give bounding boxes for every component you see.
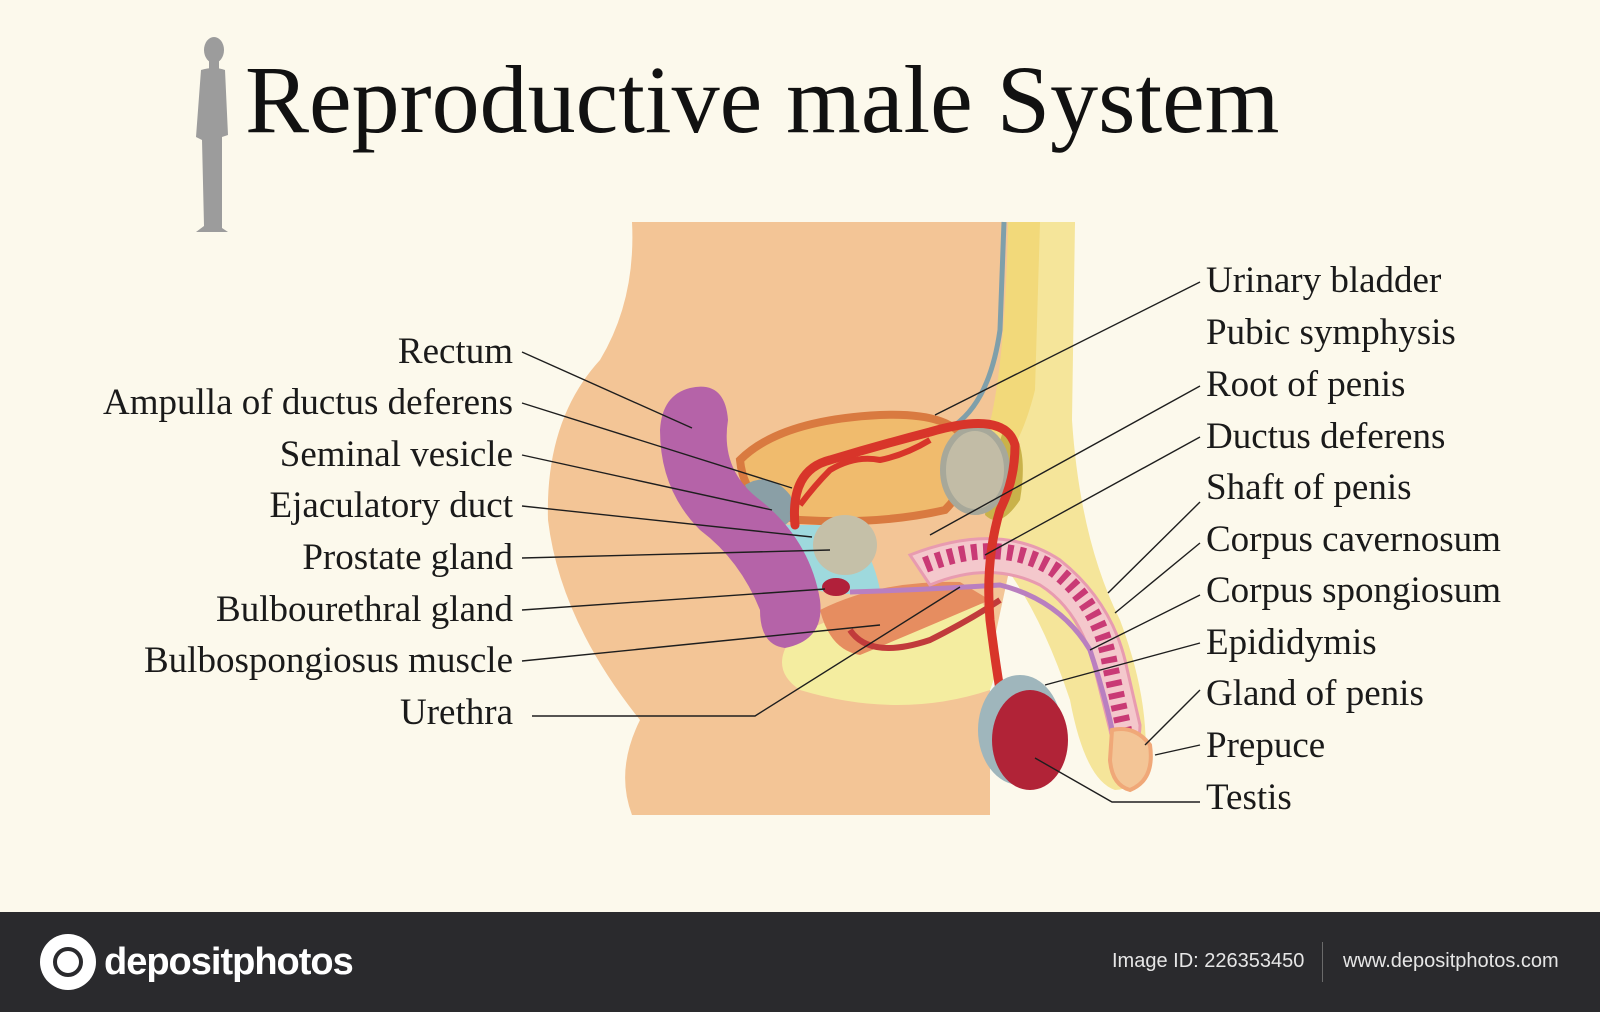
- footer-divider: [1322, 942, 1323, 982]
- label-urinary-bladder: Urinary bladder: [1206, 260, 1442, 301]
- human-silhouette-icon: [196, 37, 228, 232]
- ductus-deferens: [789, 419, 1020, 695]
- bulbospongiosus-muscle: [820, 581, 990, 655]
- label-ductus-deferens: Ductus deferens: [1206, 416, 1446, 457]
- label-prepuce: Prepuce: [1206, 725, 1326, 766]
- leader-lines-right: [929, 281, 1201, 803]
- image-id: Image ID: 226353450: [1112, 950, 1305, 972]
- ampulla-wavy: [797, 437, 932, 507]
- label-ejaculatory-duct: Ejaculatory duct: [269, 485, 513, 526]
- bulb-dark: [847, 597, 1002, 651]
- corpus-spongiosum: [849, 582, 1123, 771]
- label-rectum: Rectum: [397, 331, 513, 372]
- page-title: Reproductive male System: [245, 46, 1280, 153]
- label-corpus-cavernosum: Corpus cavernosum: [1206, 519, 1501, 560]
- gland-of-penis: [1107, 727, 1153, 793]
- brand-logo[interactable]: depositphotos: [40, 934, 354, 990]
- abdominal-wall-line: [953, 221, 1007, 428]
- label-pubic-symphysis: Pubic symphysis: [1206, 312, 1456, 353]
- label-epididymis: Epididymis: [1206, 622, 1377, 663]
- pubic-fat: [985, 222, 1040, 470]
- label-seminal-vesicle: Seminal vesicle: [279, 434, 513, 475]
- label-gland-of-penis: Gland of penis: [1206, 673, 1424, 714]
- website-link[interactable]: www.depositphotos.com: [1343, 950, 1559, 972]
- label-corpus-spongiosum: Corpus spongiosum: [1206, 570, 1502, 611]
- label-prostate-gland: Prostate gland: [302, 537, 513, 578]
- label-bulbospongiosus: Bulbospongiosus muscle: [144, 640, 513, 681]
- brand-name: depositphotos: [104, 940, 354, 983]
- label-bulbourethral-gland: Bulbourethral gland: [216, 589, 513, 630]
- seminal-vesicle: [745, 479, 794, 525]
- rectum: [660, 386, 821, 648]
- label-shaft-of-penis: Shaft of penis: [1206, 467, 1412, 508]
- label-urethra: Urethra: [400, 692, 513, 733]
- corpus-cavernosum-stripes: [922, 543, 1132, 732]
- testis: [992, 690, 1068, 790]
- camera-logo-icon: [40, 934, 96, 990]
- bulbourethral-gland: [822, 578, 850, 596]
- leader-lines-left: [521, 351, 961, 717]
- bladder-neck-grey: [940, 425, 1010, 515]
- label-ampulla: Ampulla of ductus deferens: [103, 382, 513, 423]
- label-testis: Testis: [1206, 777, 1292, 818]
- prostate-gland: [813, 515, 877, 575]
- label-root-of-penis: Root of penis: [1206, 364, 1406, 405]
- footer-bar: depositphotos Image ID: 226353450 www.de…: [0, 912, 1600, 1012]
